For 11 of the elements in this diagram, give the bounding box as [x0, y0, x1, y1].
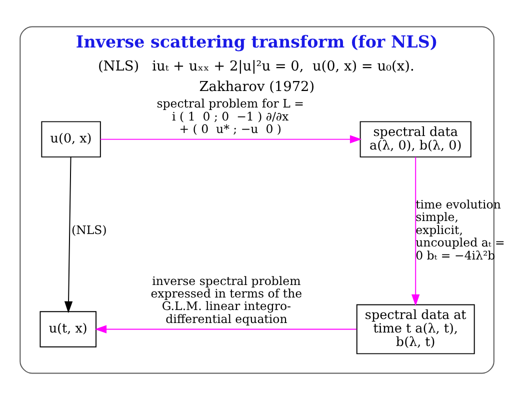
node-box: u(t, x): [40, 311, 96, 348]
arrow: [411, 156, 420, 306]
arrow: [64, 156, 73, 314]
edge-label: spectral problem for L = i ( 1 0 ; 0 −1 ) ∂/∂x + ( 0 u* ; −u 0 ): [156, 96, 304, 136]
node-box: spectral data at time t a(λ, t), b(λ, t): [356, 304, 475, 354]
arrow: [94, 325, 358, 334]
edge-label: inverse spectral problem expressed in terms of the G.L.M. linear integro-differential equation: [150, 274, 302, 326]
node-box: u(0, x): [41, 121, 101, 158]
arrow: [100, 135, 362, 144]
edge-label: (NLS): [72, 222, 107, 237]
node-box: spectral data a(λ, 0), b(λ, 0): [360, 121, 472, 158]
